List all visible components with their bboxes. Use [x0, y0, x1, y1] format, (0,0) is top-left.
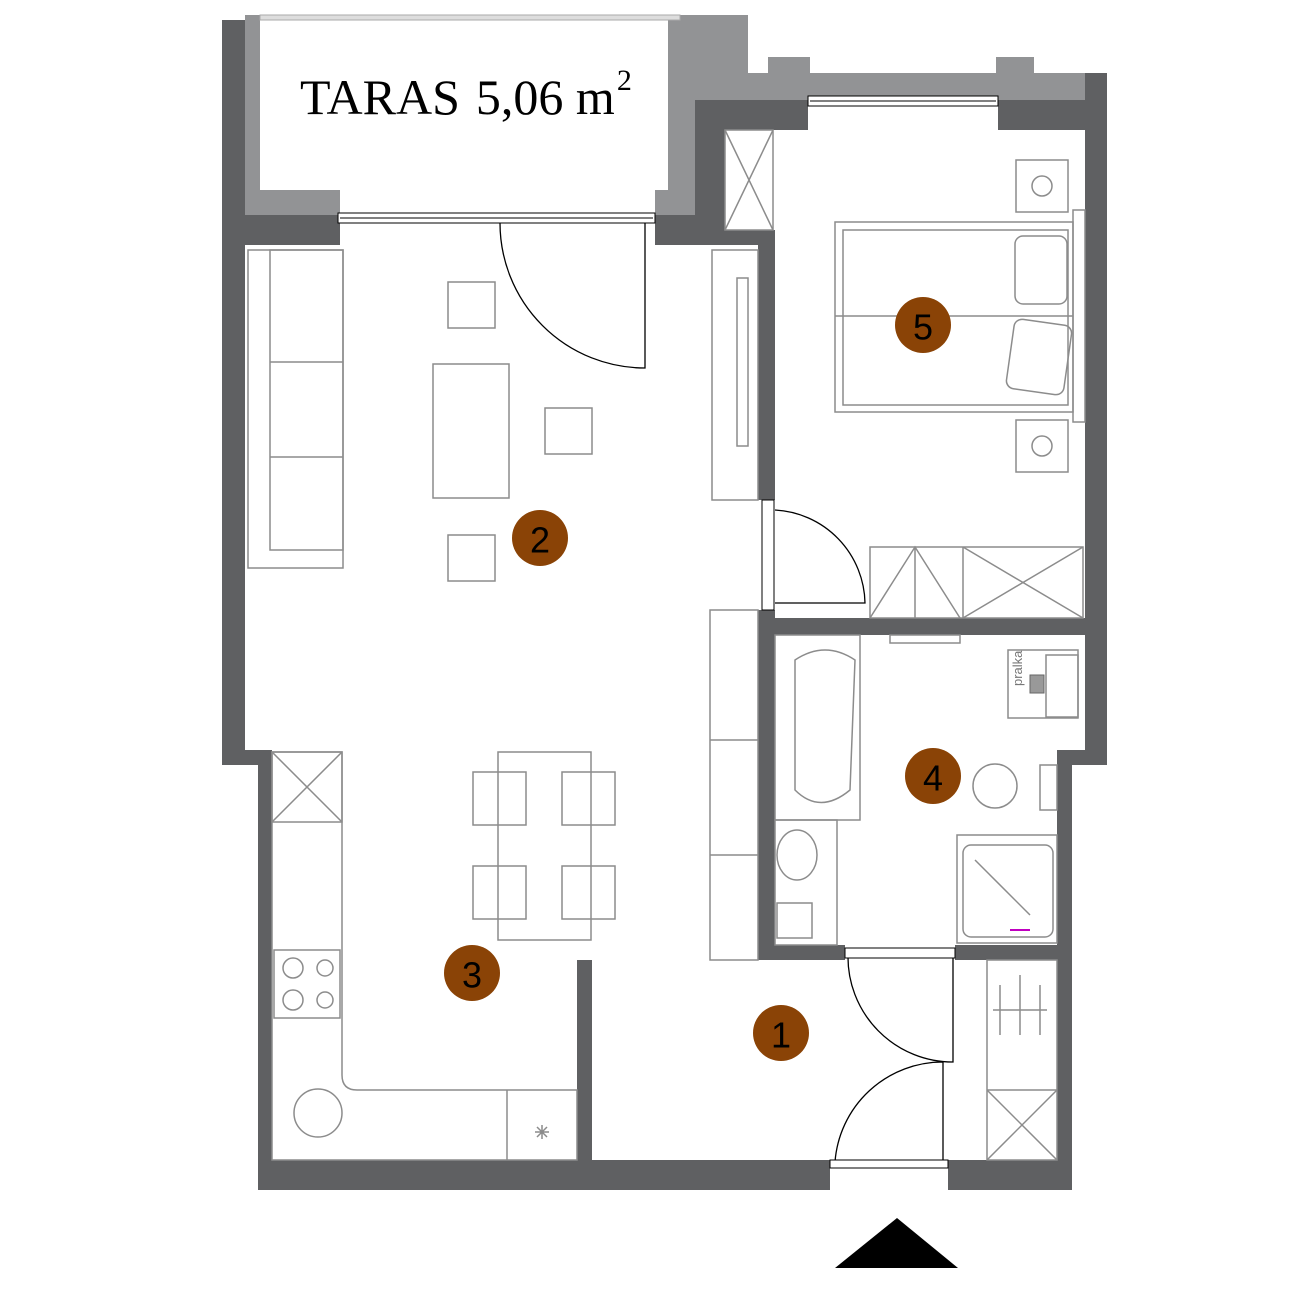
furniture: pralka	[247, 129, 1086, 1161]
pralka-label: pralka	[1010, 650, 1025, 686]
doors	[499, 222, 956, 1169]
room-marker-3[interactable]: 3	[444, 945, 500, 1001]
room-marker-2[interactable]: 2	[512, 510, 568, 566]
windows	[337, 95, 999, 224]
room-number: 4	[923, 758, 943, 799]
terrace-walls	[245, 14, 1085, 215]
entrance-arrow-icon	[835, 1218, 958, 1268]
room-marker-4[interactable]: 4	[905, 748, 961, 804]
terrace-name: TARAS	[300, 69, 460, 125]
room-marker-1[interactable]: 1	[753, 1005, 809, 1061]
terrace-label: TARAS 5,06 m2	[300, 64, 632, 125]
terrace-area: 5,06 m	[476, 69, 615, 125]
room-number: 2	[530, 520, 550, 561]
room-number: 1	[771, 1015, 791, 1056]
room-marker-5[interactable]: 5	[895, 297, 951, 353]
room-number: 3	[462, 955, 482, 996]
room-number: 5	[913, 307, 933, 348]
walls	[222, 20, 1107, 1190]
terrace-area-unit-exponent: 2	[617, 64, 632, 97]
